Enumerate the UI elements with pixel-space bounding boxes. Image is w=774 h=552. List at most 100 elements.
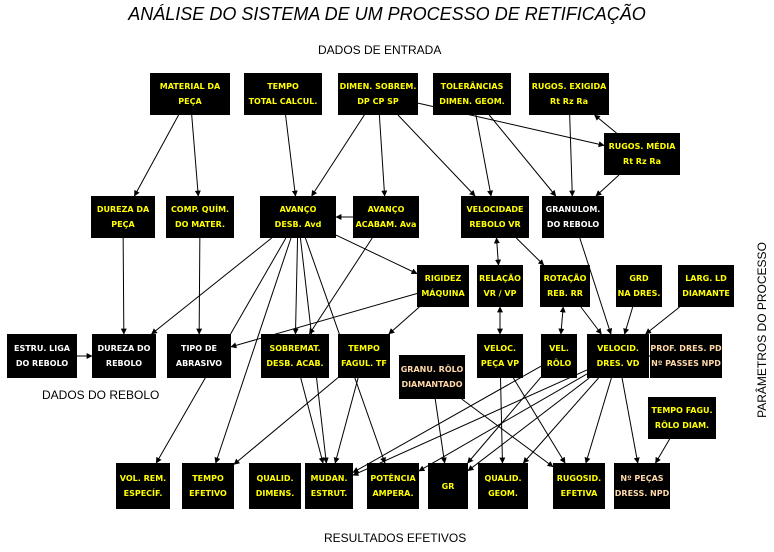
- arrow-vel-rolo-to-gr: [467, 376, 542, 464]
- node-label-line: PROF. DRES. PD: [650, 344, 722, 353]
- node-veloc-peca: VELOC. PEÇA VP: [477, 334, 523, 378]
- node-avanco-desb: AVANÇO DESB. Avd: [260, 196, 336, 238]
- arrow-avanco-desb-to-rigidez: [335, 234, 418, 275]
- node-label-line: VELOCID.: [597, 344, 639, 353]
- arrow-rotacao-to-velocid-dres: [580, 306, 602, 335]
- node-label-line: LARG. LD: [685, 274, 727, 283]
- arrow-vel-rolo-to-mudan: [352, 365, 542, 473]
- node-label-line: VELOC.: [483, 344, 517, 353]
- arrow-veloc-peca-to-rugosid: [512, 377, 566, 464]
- section-wheel-label: DADOS DO REBOLO: [42, 388, 160, 402]
- node-label-line: TIPO DE: [181, 344, 217, 353]
- node-label-line: GRD: [629, 274, 649, 283]
- arrow-toler-to-vel-rebolo: [475, 114, 494, 197]
- node-label-line: RÔLO: [546, 359, 572, 368]
- node-label-line: PEÇA: [111, 220, 135, 229]
- arrow-sobremat-to-mudan: [300, 377, 325, 464]
- arrow-velocid-dres-to-rugosid: [584, 377, 612, 464]
- node-label-line: PEÇA: [178, 97, 202, 106]
- node-label-line: MUDAN.: [310, 474, 348, 483]
- arrow-velocid-dres-to-qualid-geom: [522, 377, 599, 464]
- node-label-line: TEMPO FAGU.: [651, 406, 713, 415]
- arrow-avanco-desb-to-sobremat: [292, 237, 299, 335]
- arrow-avanco-acab-to-sobremat: [308, 237, 373, 335]
- node-grd: GRD NA DRES.: [616, 265, 662, 307]
- arrow-toler-to-granulom: [488, 114, 557, 197]
- node-label-line: MATERIAL DA: [159, 82, 221, 91]
- arrow-velocid-dres-to-potencia: [418, 373, 588, 472]
- node-label-line: DUREZA DA: [96, 205, 150, 214]
- node-qualid-geom: QUALID.GEOM.: [478, 463, 528, 509]
- node-label-line: DRES. VD: [596, 359, 640, 368]
- node-label-line: DRESS. NPD: [614, 489, 670, 498]
- node-label-line: VR / VP: [483, 289, 517, 298]
- node-label-line: Nº PASSES NPD: [651, 359, 721, 368]
- arrow-granu-rolo-to-gr: [434, 398, 447, 464]
- arrow-rugos-media-to-granulom: [595, 174, 620, 197]
- node-label-line: ROTAÇÃO: [543, 274, 587, 283]
- node-label-line: ACABAM. Ava: [355, 220, 417, 229]
- node-label-line: DIMEN. SOBREM.: [339, 82, 417, 91]
- node-label-line: AVANÇO: [279, 205, 317, 214]
- node-mudan: MUDAN. ESTRUT.: [305, 463, 353, 509]
- node-label-line: Rt Rz Ra: [623, 157, 661, 166]
- node-vel-rolo: VEL.RÔLO: [541, 334, 577, 378]
- node-label-line: DIMEN. GEOM.: [439, 97, 505, 106]
- node-rugosid: RUGOSID.EFETIVA: [553, 463, 605, 509]
- node-label-line: DUREZA DO: [97, 344, 151, 353]
- arrow-material-to-comp-quim: [191, 114, 201, 197]
- arrow-rigidez-to-tempo-fagul: [388, 306, 420, 335]
- node-label-line: DESB. Avd: [274, 220, 322, 229]
- node-sobremat: SOBREMAT.DESB. ACAB.: [261, 334, 329, 378]
- node-tipo-abr: TIPO DE ABRASIVO: [167, 334, 231, 378]
- node-relacao: RELAÇÃO VR / VP: [477, 265, 523, 307]
- node-label-line: ABRASIVO: [175, 359, 223, 368]
- node-label-line: DP CP SP: [357, 97, 399, 106]
- node-label-line: SOBREMAT.: [269, 344, 321, 353]
- arrow-velocid-dres-to-n-pecas: [621, 377, 640, 464]
- node-dimen: DIMEN. SOBREM. DP CP SP: [338, 73, 418, 115]
- node-label-line: EFETIVO: [189, 489, 227, 498]
- node-label-line: EFETIVA: [560, 489, 598, 498]
- node-label-line: ESPECÍF.: [123, 489, 163, 498]
- arrow-veloc-peca-to-qualid-geom: [499, 377, 506, 464]
- node-label-line: RELAÇÃO: [479, 274, 521, 283]
- node-label-line: DIMENS.: [255, 489, 295, 498]
- arrow-granulom-to-velocid-dres: [579, 237, 613, 335]
- node-label-line: RIGIDEZ: [424, 274, 462, 283]
- arrow-tempo-fagul-to-mudan: [333, 377, 359, 464]
- node-label-line: QUALID.: [256, 474, 294, 483]
- section-input-label: DADOS DE ENTRADA: [318, 43, 442, 57]
- section-results-label: RESULTADOS EFETIVOS: [324, 531, 467, 545]
- node-comp-quim: COMP. QUÍM.DO MATER.: [166, 196, 234, 238]
- node-qualid-dim: QUALID. DIMENS.: [249, 463, 301, 509]
- node-label-line: POTÊNCIA: [370, 474, 416, 483]
- node-label-line: ESTRUT.: [310, 489, 348, 498]
- arrow-dimen-to-avanco-desb: [311, 114, 365, 197]
- node-label-line: NA DRES.: [617, 289, 661, 298]
- node-label-line: FAGUL. TF: [341, 359, 387, 368]
- arrow-vel-rebolo-to-relacao: [493, 237, 502, 266]
- node-label-line: Rt Rz Ra: [550, 97, 588, 106]
- arrow-tempo-fagu-rolo-to-n-pecas: [655, 438, 671, 464]
- arrow-dimen-to-avanco-acab: [378, 114, 388, 197]
- node-granulom: GRANULOM.DO REBOLO: [542, 196, 604, 238]
- node-prof-dres: PROF. DRES. PD Nº PASSES NPD: [650, 334, 722, 378]
- node-label-line: DO MATER.: [174, 220, 226, 229]
- node-label-line: TOTAL CALCUL.: [248, 97, 318, 106]
- node-label-line: PEÇA VP: [480, 359, 520, 368]
- node-label-line: AVANÇO: [367, 205, 405, 214]
- node-label-line: GRANU. RÔLO: [400, 365, 464, 374]
- arrow-rugos-media-to-rugos-exig: [594, 114, 617, 134]
